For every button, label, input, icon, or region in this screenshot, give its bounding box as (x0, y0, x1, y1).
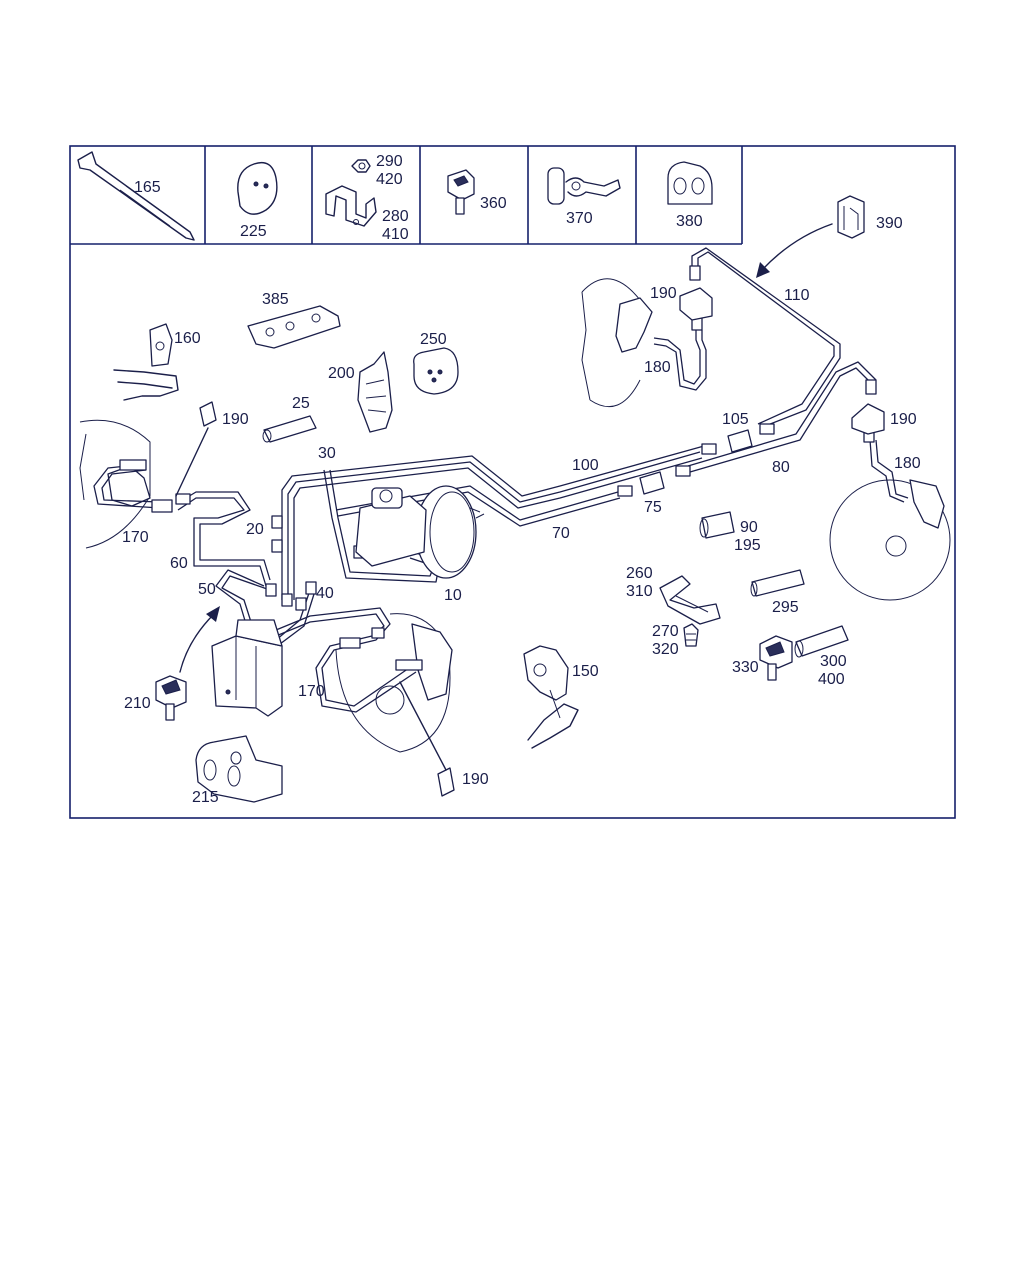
part-200-bracket[interactable] (357, 351, 393, 433)
part-label-105: 105 (722, 411, 749, 428)
part-label-10: 10 (444, 587, 462, 604)
part-label-180-left: 180 (644, 359, 671, 376)
part-label-40: 40 (316, 585, 334, 602)
part-label-295: 295 (772, 599, 799, 616)
part-190-clip-left[interactable] (175, 401, 217, 497)
part-385-holder-strip[interactable] (247, 305, 341, 349)
part-25-sleeve[interactable] (262, 415, 317, 443)
line-fittings (175, 265, 877, 611)
part-label-330: 330 (732, 659, 759, 676)
part-label-110: 110 (784, 287, 810, 304)
part-label-310: 310 (626, 583, 653, 600)
brake-hose-front[interactable] (339, 627, 423, 671)
part-label-170-left: 170 (122, 529, 149, 546)
part-label-75: 75 (644, 499, 662, 516)
part-label-20: 20 (246, 521, 264, 538)
part-75-connector[interactable] (639, 471, 665, 495)
part-190-clip-top[interactable] (679, 287, 713, 321)
part-360-clip[interactable] (447, 169, 475, 215)
part-label-320: 320 (652, 641, 679, 658)
part-290-nut[interactable] (351, 159, 371, 173)
part-label-25: 25 (292, 395, 310, 412)
part-label-90: 90 (740, 519, 758, 536)
brake-line-180-rear-left[interactable] (653, 330, 707, 391)
part-label-370: 370 (566, 210, 593, 227)
part-190-clip-bottom[interactable] (399, 681, 455, 797)
part-295-sleeve[interactable] (750, 569, 805, 597)
part-label-200: 200 (328, 365, 355, 382)
part-label-170-front: 170 (298, 683, 325, 700)
part-label-160: 160 (174, 330, 201, 347)
part-label-260: 260 (626, 565, 653, 582)
part-370-clip[interactable] (547, 167, 621, 205)
abs-hydraulic-unit[interactable] (211, 619, 283, 717)
part-label-400: 400 (818, 671, 845, 688)
part-150-caliper-bracket[interactable] (523, 645, 579, 749)
part-label-270: 270 (652, 623, 679, 640)
part-label-225: 225 (240, 223, 267, 240)
part-210-sensor[interactable] (155, 675, 187, 721)
part-380-rubber-holder[interactable] (667, 161, 713, 205)
arrow-210 (179, 613, 215, 673)
part-270-bleeder-screw[interactable] (683, 623, 699, 647)
part-label-385: 385 (262, 291, 289, 308)
part-label-250: 250 (420, 331, 447, 348)
part-280-bracket[interactable] (325, 185, 377, 227)
brake-line-60[interactable] (175, 491, 271, 587)
brake-line-110[interactable] (691, 247, 841, 429)
brake-line-180-rear-right[interactable] (869, 439, 909, 503)
part-165-cable-tie[interactable] (77, 151, 195, 241)
part-label-80: 80 (772, 459, 790, 476)
arrowhead-210 (206, 606, 220, 622)
part-260-bracket[interactable] (659, 575, 721, 625)
part-label-70: 70 (552, 525, 570, 542)
part-label-410: 410 (382, 226, 409, 243)
part-label-50: 50 (198, 581, 216, 598)
brake-line-80[interactable] (687, 361, 877, 473)
arrowhead-390 (756, 262, 770, 278)
part-250-cover[interactable] (413, 347, 459, 395)
part-label-30: 30 (318, 445, 336, 462)
part-label-190-left: 190 (222, 411, 249, 428)
part-label-190-bottom: 190 (462, 771, 489, 788)
part-label-190-top: 190 (650, 285, 677, 302)
part-label-195: 195 (734, 537, 761, 554)
part-label-390: 390 (876, 215, 903, 232)
part-label-360: 360 (480, 195, 507, 212)
part-label-165: 165 (134, 179, 161, 196)
part-label-300: 300 (820, 653, 847, 670)
part-90-sleeve[interactable] (699, 511, 735, 539)
brake-hose-170-rear[interactable] (93, 459, 173, 513)
part-330-clip[interactable] (759, 635, 793, 681)
part-225-cover-plate[interactable] (237, 161, 278, 215)
part-10-brake-booster[interactable] (355, 485, 485, 579)
diagram-frame (69, 145, 956, 819)
part-300-sleeve[interactable] (794, 625, 849, 658)
brake-line-50[interactable] (215, 569, 271, 645)
part-label-290: 290 (376, 153, 403, 170)
part-label-60: 60 (170, 555, 188, 572)
brake-disc-front-right[interactable] (335, 613, 453, 753)
part-215-rubber-mount[interactable] (195, 735, 283, 803)
part-label-380: 380 (676, 213, 703, 230)
part-105-connector[interactable] (727, 429, 753, 453)
brake-line-170-front[interactable] (275, 607, 417, 713)
part-390-clip[interactable] (837, 195, 865, 239)
part-label-100: 100 (572, 457, 599, 474)
part-160-bracket[interactable] (113, 323, 179, 401)
part-label-190-right: 190 (890, 411, 917, 428)
arrow-390 (761, 223, 833, 271)
brake-line-100[interactable] (281, 445, 705, 600)
part-label-420: 420 (376, 171, 403, 188)
brake-disc-rear-right[interactable] (829, 479, 951, 601)
part-label-280: 280 (382, 208, 409, 225)
brake-disc-rear-left[interactable] (581, 278, 653, 408)
part-190-clip-right[interactable] (851, 403, 885, 435)
part-label-210: 210 (124, 695, 151, 712)
part-label-180-right: 180 (894, 455, 921, 472)
part-label-215: 215 (192, 789, 219, 806)
part-label-150: 150 (572, 663, 599, 680)
